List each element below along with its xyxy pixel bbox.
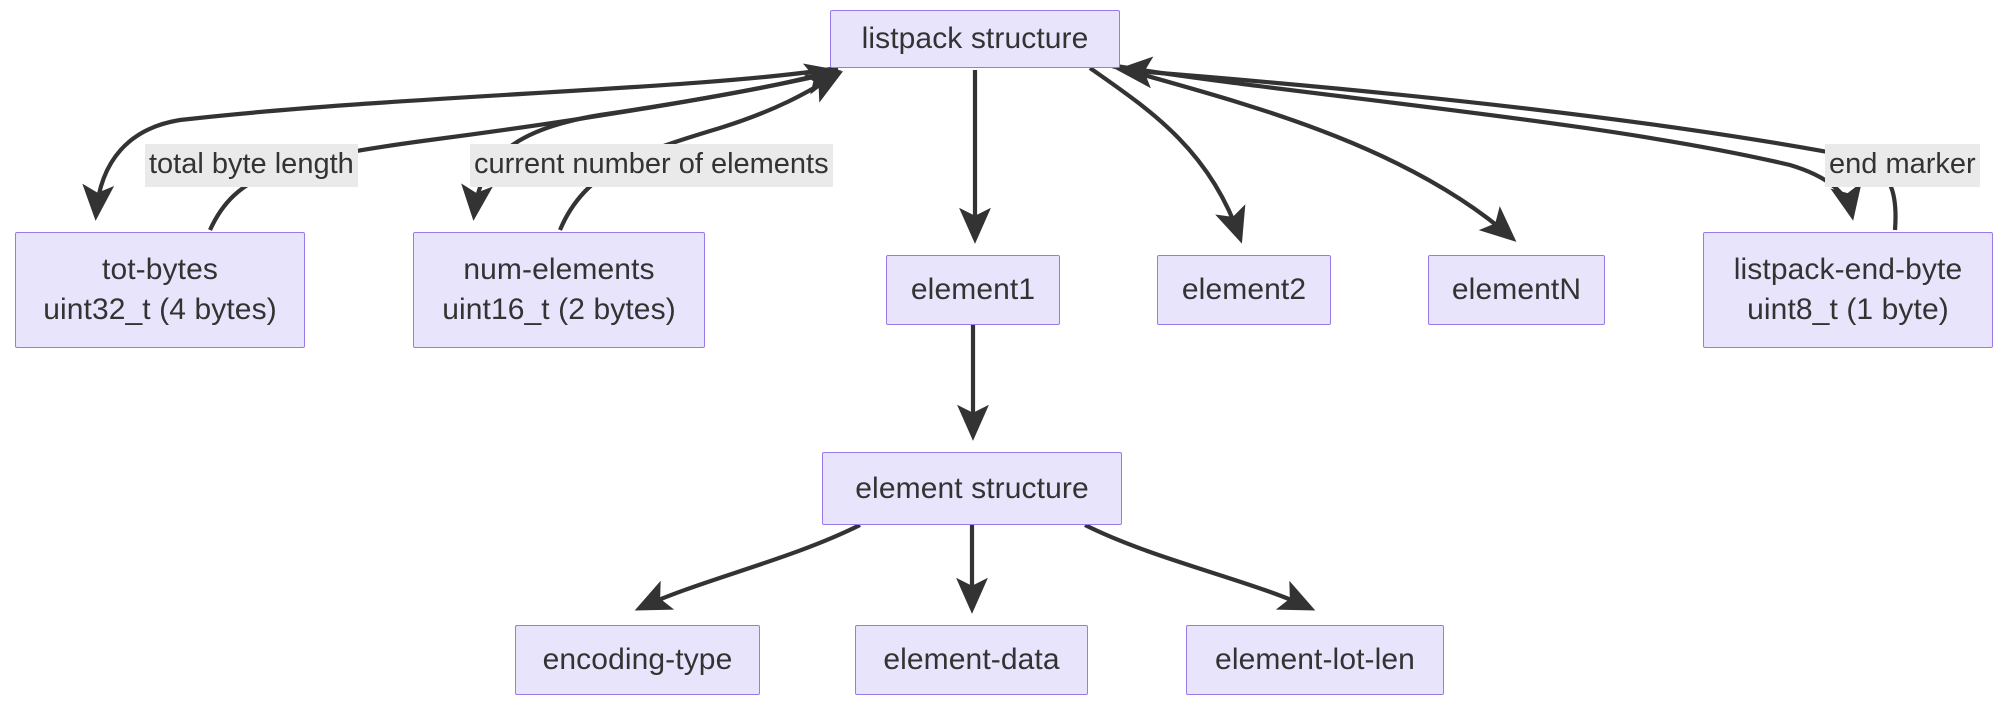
edge-listpack-to-elementN (1111, 63, 1517, 242)
edge-label-end-marker: end marker (1825, 144, 1980, 187)
node-tot-bytes[interactable]: tot-bytes uint32_t (4 bytes) (15, 232, 305, 348)
node-element-structure[interactable]: element structure (822, 452, 1122, 525)
edge-end-byte-to-listpack (1116, 56, 1898, 231)
edge-listpack-to-end-byte (1115, 63, 1862, 221)
node-element1[interactable]: element1 (886, 255, 1060, 325)
node-element2[interactable]: element2 (1157, 255, 1331, 325)
node-elementN[interactable]: elementN (1428, 255, 1605, 325)
node-encoding-type[interactable]: encoding-type (515, 625, 760, 695)
edge-listpack-to-element2 (1088, 66, 1246, 244)
node-element-data[interactable]: element-data (855, 625, 1088, 695)
edge-listpack-to-tot-bytes (82, 65, 839, 221)
node-num-elements[interactable]: num-elements uint16_t (2 bytes) (413, 232, 705, 348)
node-element-lot-len[interactable]: element-lot-len (1186, 625, 1444, 695)
edge-listpack-to-num-elements (461, 67, 837, 221)
edge-element-structure-to-element-lot-len (1084, 523, 1316, 611)
node-listpack[interactable]: listpack structure (830, 10, 1120, 68)
node-listpack-end-byte[interactable]: listpack-end-byte uint8_t (1 byte) (1703, 232, 1993, 348)
edge-label-current-number-of-elements: current number of elements (470, 144, 833, 187)
edge-label-total-byte-length: total byte length (145, 144, 358, 187)
edge-element-structure-to-encoding-type (634, 523, 861, 611)
